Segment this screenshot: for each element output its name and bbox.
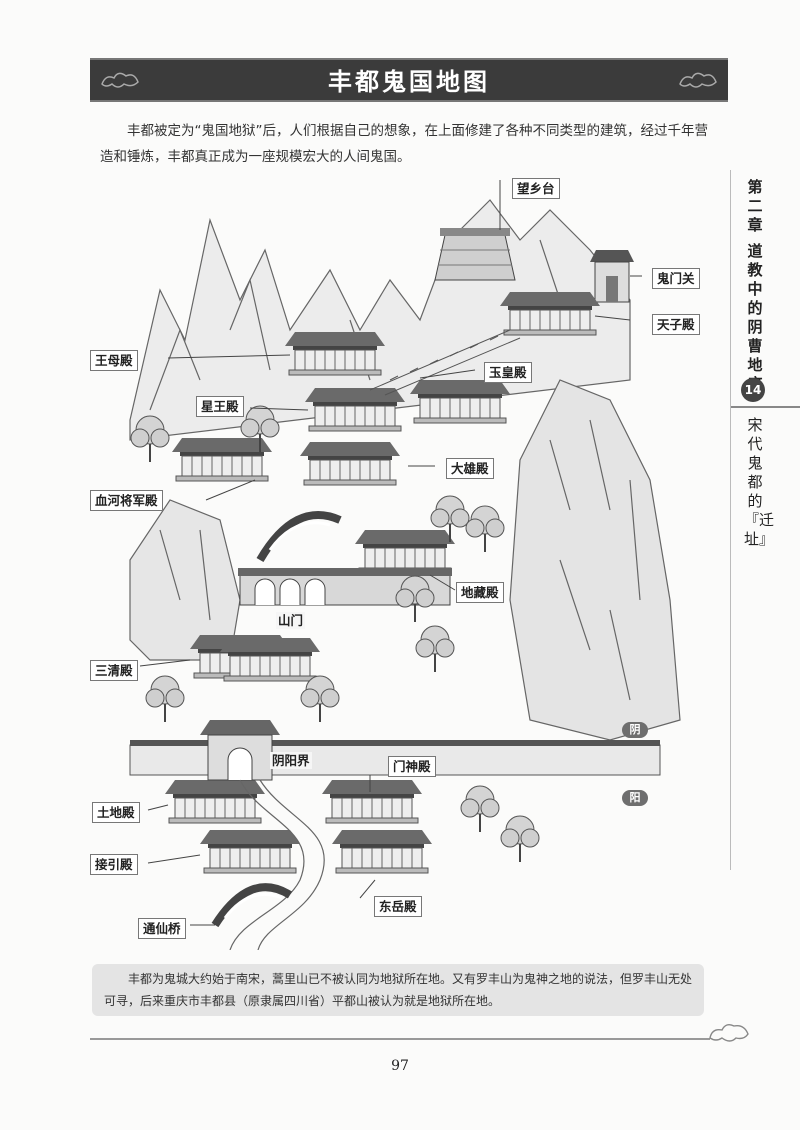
label-guimenguan: 鬼门关 xyxy=(652,268,700,289)
label-menshendian: 门神殿 xyxy=(388,756,436,777)
guimenguan-gate xyxy=(590,250,634,303)
cloud-ornament-icon xyxy=(709,1023,749,1042)
label-tudidian: 土地殿 xyxy=(92,802,140,823)
wangxiangtai-tower xyxy=(434,228,516,281)
label-dizangdian: 地藏殿 xyxy=(456,582,504,603)
label-wangmudian: 王母殿 xyxy=(90,350,138,371)
chapter-number: 第二章 xyxy=(747,178,763,234)
label-xuehejiangjundian: 血河将军殿 xyxy=(90,490,163,511)
label-dongyuedian: 东岳殿 xyxy=(374,896,422,917)
stairs xyxy=(369,329,521,396)
rail-divider xyxy=(731,406,800,408)
footer-rule xyxy=(90,1038,710,1040)
page-title: 丰都鬼国地图 xyxy=(328,68,490,96)
note-box: 丰都为鬼城大约始于南宋，蒿里山已不被认同为地狱所在地。又有罗丰山为鬼神之地的说法… xyxy=(92,964,704,1016)
label-jieyindian: 接引殿 xyxy=(90,854,138,875)
chapter-side-rail: 第二章 道教中的阴曹地府 14 宋代鬼都的『迁址』 xyxy=(730,170,800,870)
label-yuhuangdian: 玉皇殿 xyxy=(484,362,532,383)
arch-bridge-upper xyxy=(256,511,342,563)
label-sanqingdian: 三清殿 xyxy=(90,660,138,681)
page-number: 97 xyxy=(391,1058,409,1074)
section-title: 宋代鬼都的『迁址』 xyxy=(744,416,775,548)
yang-badge: 阳 xyxy=(622,790,648,806)
note-text: 丰都为鬼城大约始于南宋，蒿里山已不被认同为地狱所在地。又有罗丰山为鬼神之地的说法… xyxy=(104,972,693,1008)
label-leader-lines xyxy=(139,180,642,926)
label-xingwangdian: 星王殿 xyxy=(196,396,244,417)
chapter-title: 道教中的阴曹地府 xyxy=(747,242,763,393)
label-wangxiangtai: 望乡台 xyxy=(512,178,560,199)
intro-paragraph: 丰都被定为“鬼国地狱”后，人们根据自己的想象，在上面修建了各种不同类型的建筑，经… xyxy=(100,123,708,165)
label-shanmen: 山门 xyxy=(276,612,306,629)
label-tianzidian: 天子殿 xyxy=(652,314,700,335)
fengdu-map-illustration xyxy=(129,180,681,950)
yin-badge: 阴 xyxy=(622,722,648,738)
mountain-right xyxy=(509,379,681,741)
section-badge: 14 xyxy=(741,378,765,402)
label-daxiongdian: 大雄殿 xyxy=(446,458,494,479)
label-yinyangjie: 阴阳界 xyxy=(270,752,312,769)
title-banner: 丰都鬼国地图 xyxy=(90,58,728,102)
cloud-ornament-icon xyxy=(679,72,717,88)
cloud-ornament-icon xyxy=(101,72,139,88)
label-tongxianqiao: 通仙桥 xyxy=(138,918,186,939)
mountain-left xyxy=(129,499,241,661)
arch-bridge-lower xyxy=(211,883,293,928)
winding-path xyxy=(229,779,325,950)
